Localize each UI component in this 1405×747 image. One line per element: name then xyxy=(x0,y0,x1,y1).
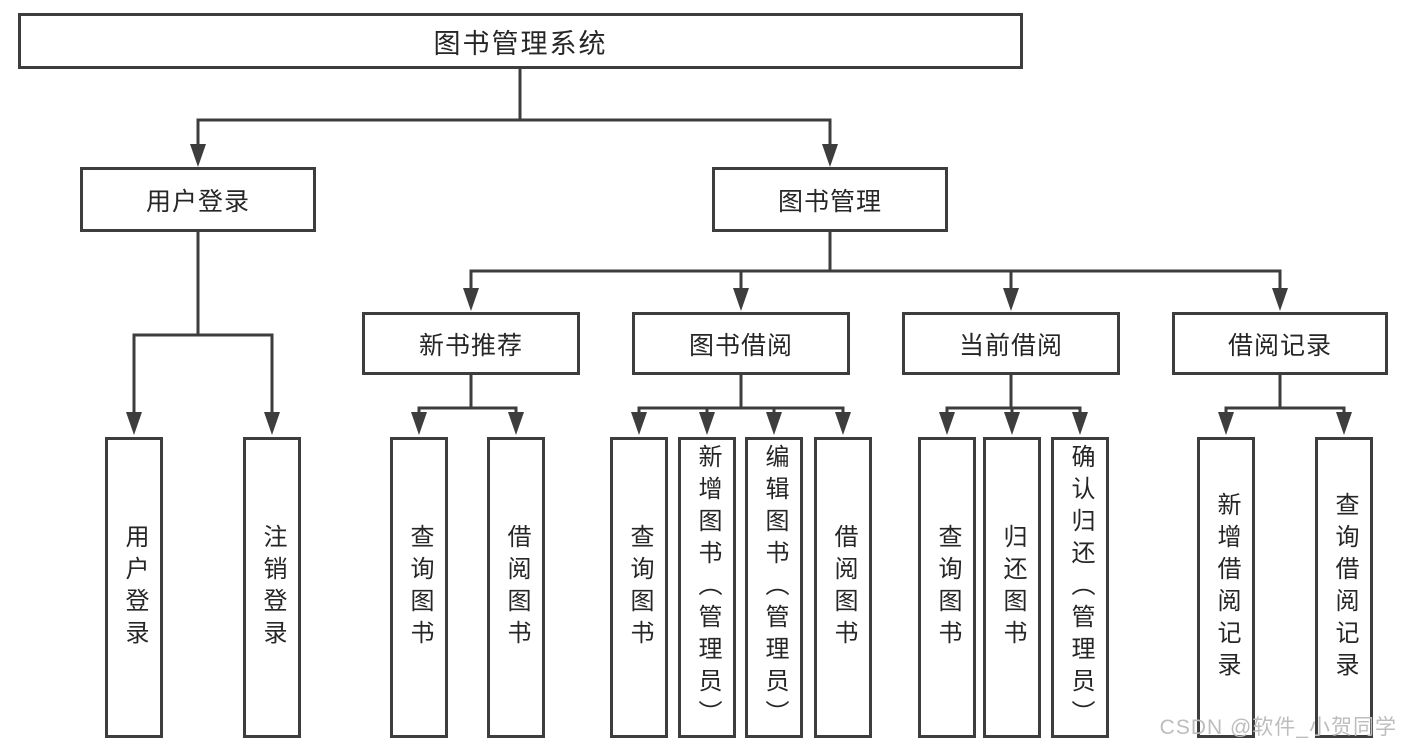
leaf-user-login: 用户登录 xyxy=(105,437,163,738)
leaf-borrow-add-books-admin: 新增图书（管理员） xyxy=(678,437,736,738)
arrowhead xyxy=(411,412,427,435)
arrowhead xyxy=(699,412,715,435)
node-current-borrow: 当前借阅 xyxy=(902,312,1120,375)
arrowhead xyxy=(264,412,280,435)
arrowhead xyxy=(939,412,955,435)
arrowhead xyxy=(463,288,479,311)
leaf-borrow-query-books: 查询图书 xyxy=(610,437,668,738)
arrowhead xyxy=(126,412,142,435)
arrowhead xyxy=(822,144,838,167)
connector-root-to-level2 xyxy=(190,69,838,167)
leaf-records-add-record: 新增借阅记录 xyxy=(1197,437,1255,738)
leaf-newbook-query-books: 查询图书 xyxy=(390,437,448,738)
arrowhead xyxy=(1003,288,1019,311)
node-user-login: 用户登录 xyxy=(80,167,316,232)
leaf-records-query-record: 查询借阅记录 xyxy=(1315,437,1373,738)
connector-mgmt-to-sections xyxy=(463,232,1288,311)
arrowhead xyxy=(1218,412,1234,435)
leaf-current-return-books: 归还图书 xyxy=(983,437,1041,738)
arrowhead xyxy=(190,144,206,167)
leaf-current-query-books: 查询图书 xyxy=(918,437,976,738)
node-root-title: 图书管理系统 xyxy=(18,13,1023,69)
connector-records-to-leaves xyxy=(1218,375,1352,435)
arrowhead xyxy=(835,412,851,435)
connector-newbook-to-leaves xyxy=(411,375,524,435)
arrowhead xyxy=(1072,412,1088,435)
arrowhead xyxy=(631,412,647,435)
arrowhead xyxy=(733,288,749,311)
arrowhead xyxy=(1004,412,1020,435)
leaf-newbook-borrow-books: 借阅图书 xyxy=(487,437,545,738)
node-book-borrow: 图书借阅 xyxy=(632,312,850,375)
connector-borrow-to-leaves xyxy=(631,375,851,435)
node-borrow-records: 借阅记录 xyxy=(1172,312,1388,375)
leaf-borrow-edit-books-admin: 编辑图书（管理员） xyxy=(745,437,803,738)
arrowhead xyxy=(766,412,782,435)
leaf-borrow-borrow-books: 借阅图书 xyxy=(814,437,872,738)
connector-current-to-leaves xyxy=(939,375,1088,435)
csdn-watermark: CSDN @软件_小贺同学 xyxy=(1159,716,1397,739)
node-new-book-recommend: 新书推荐 xyxy=(362,312,580,375)
arrowhead xyxy=(1336,412,1352,435)
connector-login-to-leaves xyxy=(126,232,280,435)
arrowhead xyxy=(508,412,524,435)
leaf-current-confirm-return-admin: 确认归还（管理员） xyxy=(1051,437,1109,738)
node-book-management: 图书管理 xyxy=(712,167,948,232)
leaf-logout-login: 注销登录 xyxy=(243,437,301,738)
arrowhead xyxy=(1272,288,1288,311)
